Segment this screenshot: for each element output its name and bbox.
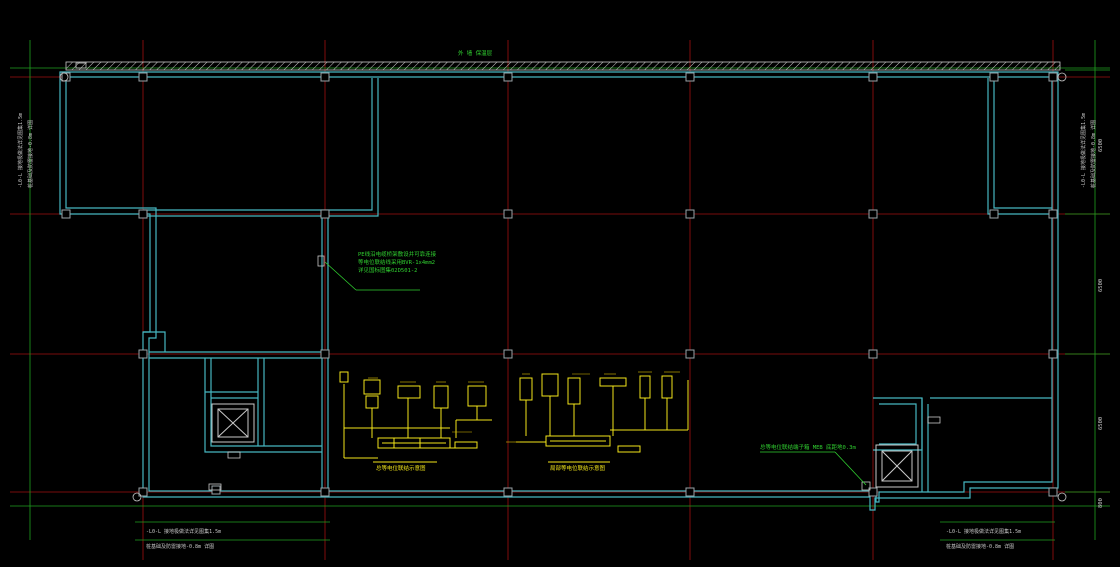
elevator-shaft-icon <box>211 403 255 443</box>
right-callout: 总等电位联结端子箱 MEB 底距地0.3m <box>760 443 856 451</box>
equipotential-schematic-right <box>516 373 689 463</box>
leaders <box>324 261 867 486</box>
right-note-line-2: 桩基础及防雷接地-0.8m 详图 <box>1090 120 1097 188</box>
schematic-left-title: 总等电位联结示意图 <box>376 464 426 472</box>
dimension-lines <box>10 40 1110 541</box>
left-note-line-2: 桩基础及防雷接地-0.8m 详图 <box>27 120 34 188</box>
bottom-left-line-1: -L0-L 接地极做法详见图集1.5m <box>146 528 221 535</box>
equipotential-schematic-left <box>339 371 492 463</box>
parapet-marker <box>75 62 87 69</box>
walls <box>59 71 1059 511</box>
axis-grid <box>10 40 1110 560</box>
schematic-micro-text <box>368 371 680 443</box>
top-dimension-label: 外 墙 保温层 <box>458 49 493 57</box>
mid-note-line-2: 等电位联结线采用BVR-1x4mm2 <box>358 258 435 266</box>
parapet-hatch <box>65 61 1061 71</box>
bottom-right-line-1: -L0-L 接地极做法详见图集1.5m <box>946 528 1021 535</box>
right-note-line-1: -L0-L 接地极做法详见图集1.5m <box>1080 113 1087 188</box>
grid-bubble-icon <box>59 72 1067 502</box>
elevator-shaft-icon <box>875 444 919 488</box>
mid-note-line-1: PE线沿电缆桥架敷设并可靠连接 <box>358 250 437 258</box>
dim-right-bot: 6500 <box>1098 417 1104 430</box>
dim-right-edge: 800 <box>1098 498 1104 508</box>
dim-right-mid: 6500 <box>1098 279 1104 292</box>
dim-right-top: 6500 <box>1098 139 1104 152</box>
mid-note-line-3: 详见国标图集02D501-2 <box>358 266 418 274</box>
bottom-right-line-2: 桩基础及防雷接地-0.8m 详图 <box>946 543 1014 550</box>
left-note-line-1: -L0-L 接地极做法详见图集1.5m <box>17 113 24 188</box>
bottom-left-line-2: 桩基础及防雷接地-0.8m 详图 <box>146 543 214 550</box>
wall-tags <box>208 255 941 491</box>
schematic-right-title: 局部等电位联结示意图 <box>550 464 606 472</box>
